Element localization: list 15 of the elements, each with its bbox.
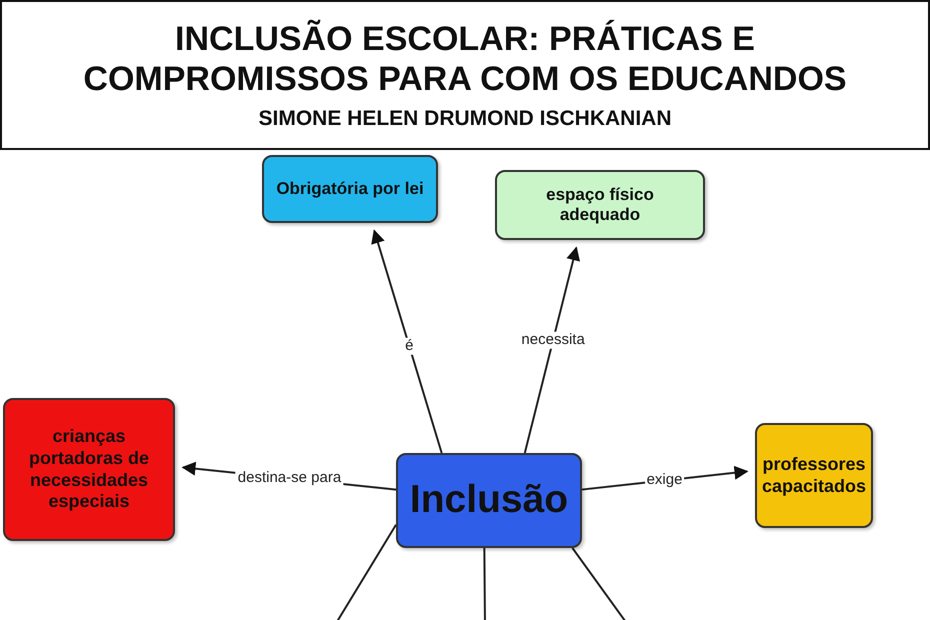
edge-label: é [403, 338, 416, 355]
concept-box: crianças portadoras de necessidades especiais [3, 398, 175, 541]
edge-label: exige [644, 472, 684, 489]
concept-box: espaço físico adequado [495, 170, 705, 240]
connector-line [483, 548, 486, 620]
edge-label: necessita [519, 332, 587, 348]
author-name: SIMONE HELEN DRUMOND ISCHKANIAN [258, 106, 672, 132]
title: INCLUSÃO ESCOLAR: PRÁTICAS E COMPROMISSOS PARA COM OS EDUCANDOS [82, 18, 848, 100]
concept-box: professores capacitados [755, 423, 873, 528]
connector-line [334, 524, 397, 620]
concept-box: Obrigatória por lei [262, 155, 438, 223]
edge-label: destina-se para [236, 470, 344, 487]
arrow [371, 229, 443, 454]
concept-box: Inclusão [396, 453, 582, 548]
arrow [524, 246, 580, 454]
